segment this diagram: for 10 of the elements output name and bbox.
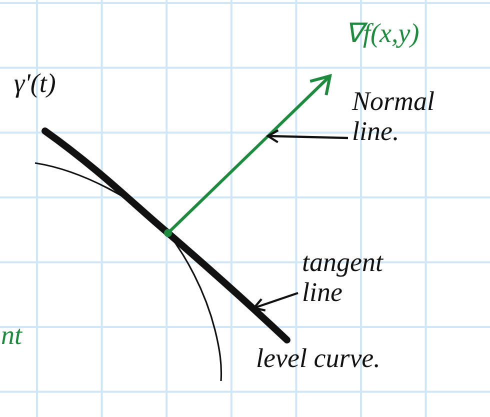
annotation-text: level curve. (256, 343, 382, 373)
tangent-line (42, 128, 290, 344)
annotation-text: tangent line (302, 247, 422, 307)
gradient-vector-arrow (166, 74, 332, 234)
annotation-text: Normal line. (352, 86, 472, 146)
curve-label: γ'(t) (14, 68, 57, 98)
gradient-label: ∇f(x,y) (345, 18, 420, 48)
leader-arrow (252, 292, 298, 312)
partial-text: nt (1, 320, 24, 350)
leader-arrow (266, 129, 348, 144)
